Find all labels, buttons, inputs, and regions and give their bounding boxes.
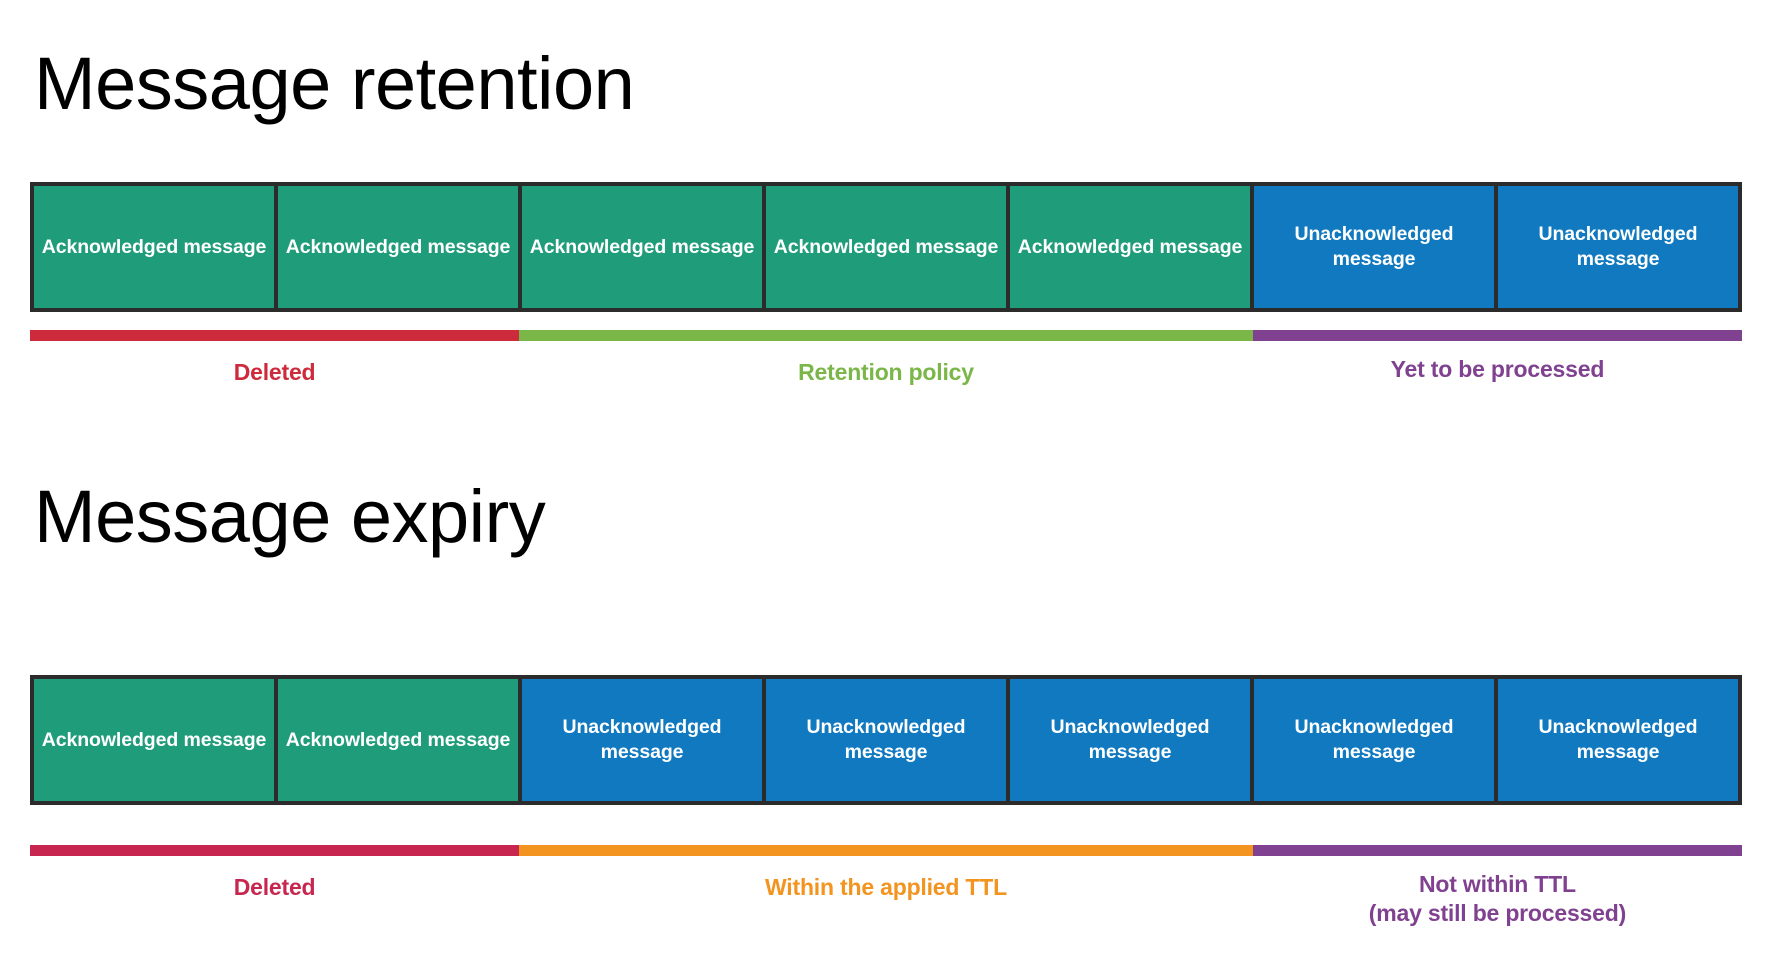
legend-bar-retention (30, 330, 1742, 341)
legend-segment-deleted (30, 330, 520, 341)
legend-label-deleted: Deleted (233, 359, 316, 385)
legend-label-within-ttl: Within the applied TTL (765, 874, 1007, 900)
section-title-retention: Message retention (34, 42, 635, 125)
legend-segment-retention-policy (519, 330, 1253, 341)
legend-bar-expiry (30, 845, 1742, 856)
legend-segment-deleted (30, 845, 520, 856)
section-title-expiry: Message expiry (34, 475, 546, 558)
message-strip-retention: Acknowledged message Acknowledged messag… (30, 182, 1742, 312)
message-box: Unacknowledged message (1498, 186, 1738, 308)
message-strip-expiry: Acknowledged message Acknowledged messag… (30, 675, 1742, 805)
message-box: Unacknowledged message (1254, 679, 1494, 801)
message-box: Unacknowledged message (1254, 186, 1494, 308)
legend-segment-yet-to-process (1252, 330, 1742, 341)
legend-segment-within-ttl (519, 845, 1253, 856)
message-box: Acknowledged message (34, 679, 274, 801)
legend-label-deleted: Deleted (233, 874, 316, 900)
message-box: Acknowledged message (278, 679, 518, 801)
legend-labels-retention: Deleted Retention policy Yet to be proce… (30, 356, 1742, 387)
message-box: Unacknowledged message (1498, 679, 1738, 801)
message-box: Acknowledged message (34, 186, 274, 308)
message-box: Acknowledged message (522, 186, 762, 308)
legend-segment-not-within-ttl (1252, 845, 1742, 856)
message-box: Unacknowledged message (1010, 679, 1250, 801)
message-box: Unacknowledged message (766, 679, 1006, 801)
message-box: Unacknowledged message (522, 679, 762, 801)
message-box: Acknowledged message (1010, 186, 1250, 308)
message-box: Acknowledged message (766, 186, 1006, 308)
legend-label-not-within-ttl: Not within TTL (may still be processed) (1368, 871, 1627, 926)
legend-label-yet-to-process: Yet to be processed (1390, 356, 1605, 382)
legend-labels-expiry: Deleted Within the applied TTL Not withi… (30, 871, 1742, 931)
message-box: Acknowledged message (278, 186, 518, 308)
legend-label-retention-policy: Retention policy (798, 359, 974, 385)
